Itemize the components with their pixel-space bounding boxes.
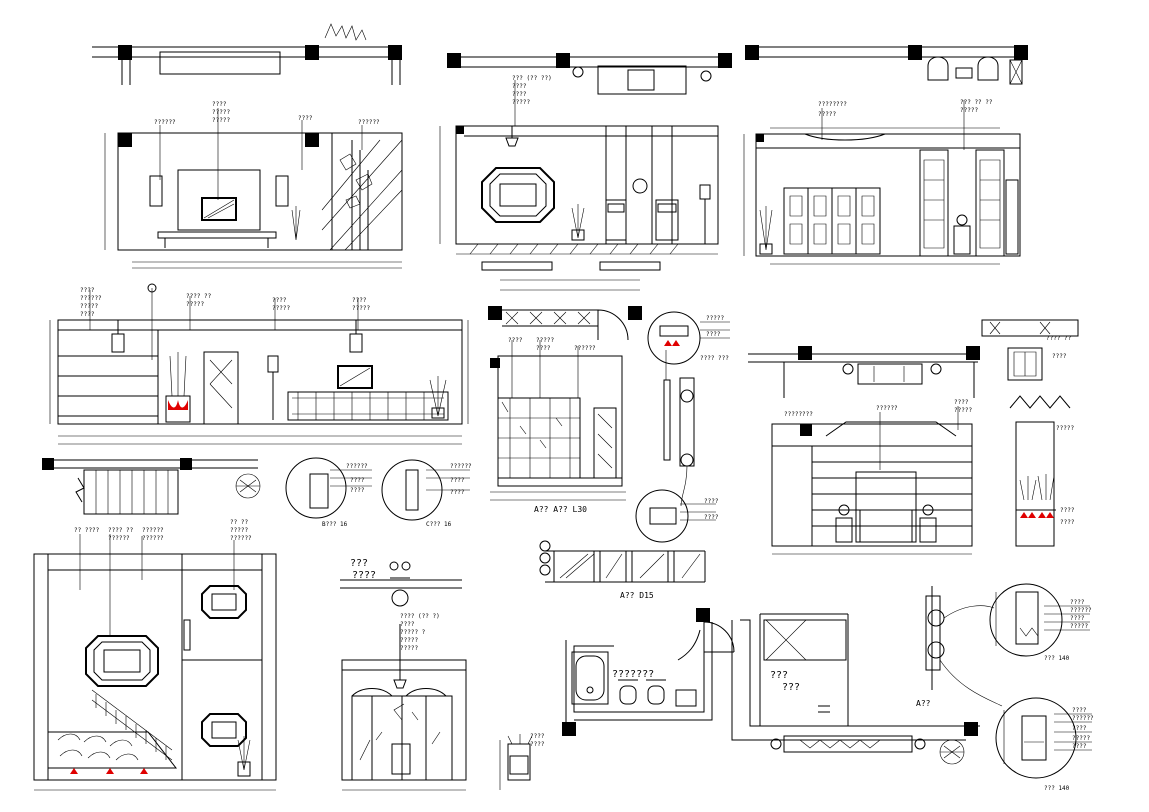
railing-detail: A?? D15 — [539, 540, 706, 600]
svg-text:?????: ????? — [80, 303, 98, 310]
svg-text:????: ???? — [706, 331, 721, 338]
svg-text:??????: ?????? — [574, 345, 596, 352]
svg-text:????: ???? — [1072, 743, 1087, 750]
svg-text:?????: ????? — [212, 117, 230, 124]
svg-text:????: ???? — [450, 477, 465, 484]
svg-text:??????: ?????? — [876, 405, 898, 412]
svg-text:??????: ?????? — [142, 527, 164, 534]
svg-text:??????: ?????? — [108, 535, 130, 542]
svg-text:?????: ????? — [400, 645, 418, 652]
svg-text:?????: ????? — [230, 527, 248, 534]
bedroom-plan: ??? ??? — [731, 613, 980, 765]
svg-text:??????: ?????? — [80, 295, 102, 302]
svg-text:??????: ?????? — [346, 463, 368, 470]
detail-label-l1: ??? 140 — [1044, 655, 1070, 662]
svg-text:????: ???? — [704, 514, 719, 521]
svg-text:????: ???? — [704, 498, 719, 505]
svg-text:?????: ????? — [706, 315, 724, 322]
svg-text:???? (?? ?): ???? (?? ?) — [400, 613, 440, 620]
detail-label-b: B??? 16 — [322, 521, 348, 528]
svg-text:?????: ????? — [1072, 735, 1090, 742]
bath-label: ??????? — [612, 669, 654, 680]
svg-text:?????: ????? — [512, 99, 530, 106]
room-label-1b: ???? — [352, 570, 376, 581]
svg-text:?????: ????? — [1056, 425, 1074, 432]
svg-text:???? ??: ???? ?? — [1046, 335, 1072, 342]
svg-text:????: ???? — [350, 477, 365, 484]
svg-text:????: ???? — [1070, 615, 1085, 622]
svg-text:??????: ?????? — [230, 535, 252, 542]
elevation-5: ???? ????? ???? ?????? A?? A?? L30 ?????… — [488, 306, 730, 543]
details-middle: ?????? ???? ???? B??? 16 ?????? ???? ???… — [42, 457, 472, 528]
elevation-1: ???? ????? ????? ?????? ???? ?????? — [92, 23, 403, 269]
svg-text:??????: ?????? — [154, 119, 176, 126]
svg-text:????: ???? — [298, 115, 313, 122]
svg-text:?? ??: ?? ?? — [230, 519, 248, 526]
svg-text:?????: ????? — [186, 301, 204, 308]
svg-text:?????: ????? — [818, 111, 836, 118]
svg-text:????: ???? — [80, 311, 95, 318]
elevation-6: ?????? ???? ????? ???????? ???? ?? ???? … — [748, 319, 1079, 555]
svg-text:?????: ????? — [954, 407, 972, 414]
details-bottom-right: A?? ???? ?????? ???? ????? ??? 140 ???? … — [916, 583, 1094, 792]
svg-text:????: ???? — [1070, 599, 1085, 606]
svg-text:????: ???? — [80, 287, 95, 294]
svg-text:????: ???? — [272, 297, 287, 304]
svg-text:????: ???? — [954, 399, 969, 406]
svg-text:????????: ???????? — [818, 101, 847, 108]
svg-text:?? ????: ?? ???? — [74, 527, 100, 534]
svg-text:?????: ????? — [536, 337, 554, 344]
elevation-8: ??? ???? ???? (?? ?) ???? ????? ? ????? … — [340, 558, 545, 791]
svg-text:???? ???: ???? ??? — [700, 355, 729, 362]
svg-text:?????: ????? — [400, 637, 418, 644]
svg-text:???? ??: ???? ?? — [186, 293, 212, 300]
svg-text:????: ???? — [1072, 725, 1087, 732]
svg-text:?????: ????? — [272, 305, 290, 312]
room-label-2b: ??? — [782, 682, 800, 693]
bathroom-plan: ??????? — [562, 608, 735, 736]
svg-text:????: ???? — [1052, 353, 1067, 360]
svg-text:????: ???? — [530, 741, 545, 748]
svg-text:?????: ????? — [1070, 623, 1088, 630]
svg-text:????: ???? — [1060, 519, 1075, 526]
svg-text:????: ???? — [512, 91, 527, 98]
svg-text:????: ???? — [350, 487, 365, 494]
elevation-7: ?? ???? ???? ?? ?????? ?????? ?????? ?? … — [33, 519, 277, 791]
svg-text:??????: ?????? — [1072, 715, 1094, 722]
svg-text:????: ???? — [530, 733, 545, 740]
svg-text:??????: ?????? — [142, 535, 164, 542]
svg-text:??????: ?????? — [450, 463, 472, 470]
svg-text:????: ???? — [450, 489, 465, 496]
svg-text:????? ?: ????? ? — [400, 629, 426, 636]
detail-label-c: C??? 16 — [426, 521, 452, 528]
svg-text:???? ??: ???? ?? — [108, 527, 134, 534]
svg-text:????: ???? — [1072, 707, 1087, 714]
section-label-b: A?? D15 — [620, 591, 654, 600]
elevation-2: ??? (?? ??) ???? ???? ????? — [439, 53, 732, 291]
svg-text:??????: ?????? — [358, 119, 380, 126]
a-plan-label: A?? — [916, 699, 931, 708]
svg-text:??????: ?????? — [1070, 607, 1092, 614]
note-2: ??? ?? ?? — [960, 99, 993, 106]
room-label-1: ??? — [350, 558, 368, 569]
svg-text:????????: ???????? — [784, 411, 813, 418]
svg-text:????: ???? — [512, 83, 527, 90]
svg-text:????: ???? — [212, 101, 227, 108]
svg-text:????: ???? — [536, 345, 551, 352]
detail-label-l2: ??? 140 — [1044, 785, 1070, 792]
svg-text:????: ???? — [400, 621, 415, 628]
elevation-4: ???? ?????? ????? ???? ???? ?? ????? ???… — [49, 283, 469, 445]
svg-text:????: ???? — [1060, 507, 1075, 514]
room-label-2: ??? — [770, 670, 788, 681]
section-label-a: A?? A?? L30 — [534, 505, 587, 514]
svg-text:?????: ????? — [212, 109, 230, 116]
elevation-3: ???????? ????? ??? ?? ?? ????? — [743, 45, 1028, 265]
note-1: ??? (?? ??) — [512, 75, 552, 82]
svg-text:????: ???? — [508, 337, 523, 344]
svg-text:?????: ????? — [960, 107, 978, 114]
svg-text:?????: ????? — [352, 305, 370, 312]
svg-text:????: ???? — [352, 297, 367, 304]
